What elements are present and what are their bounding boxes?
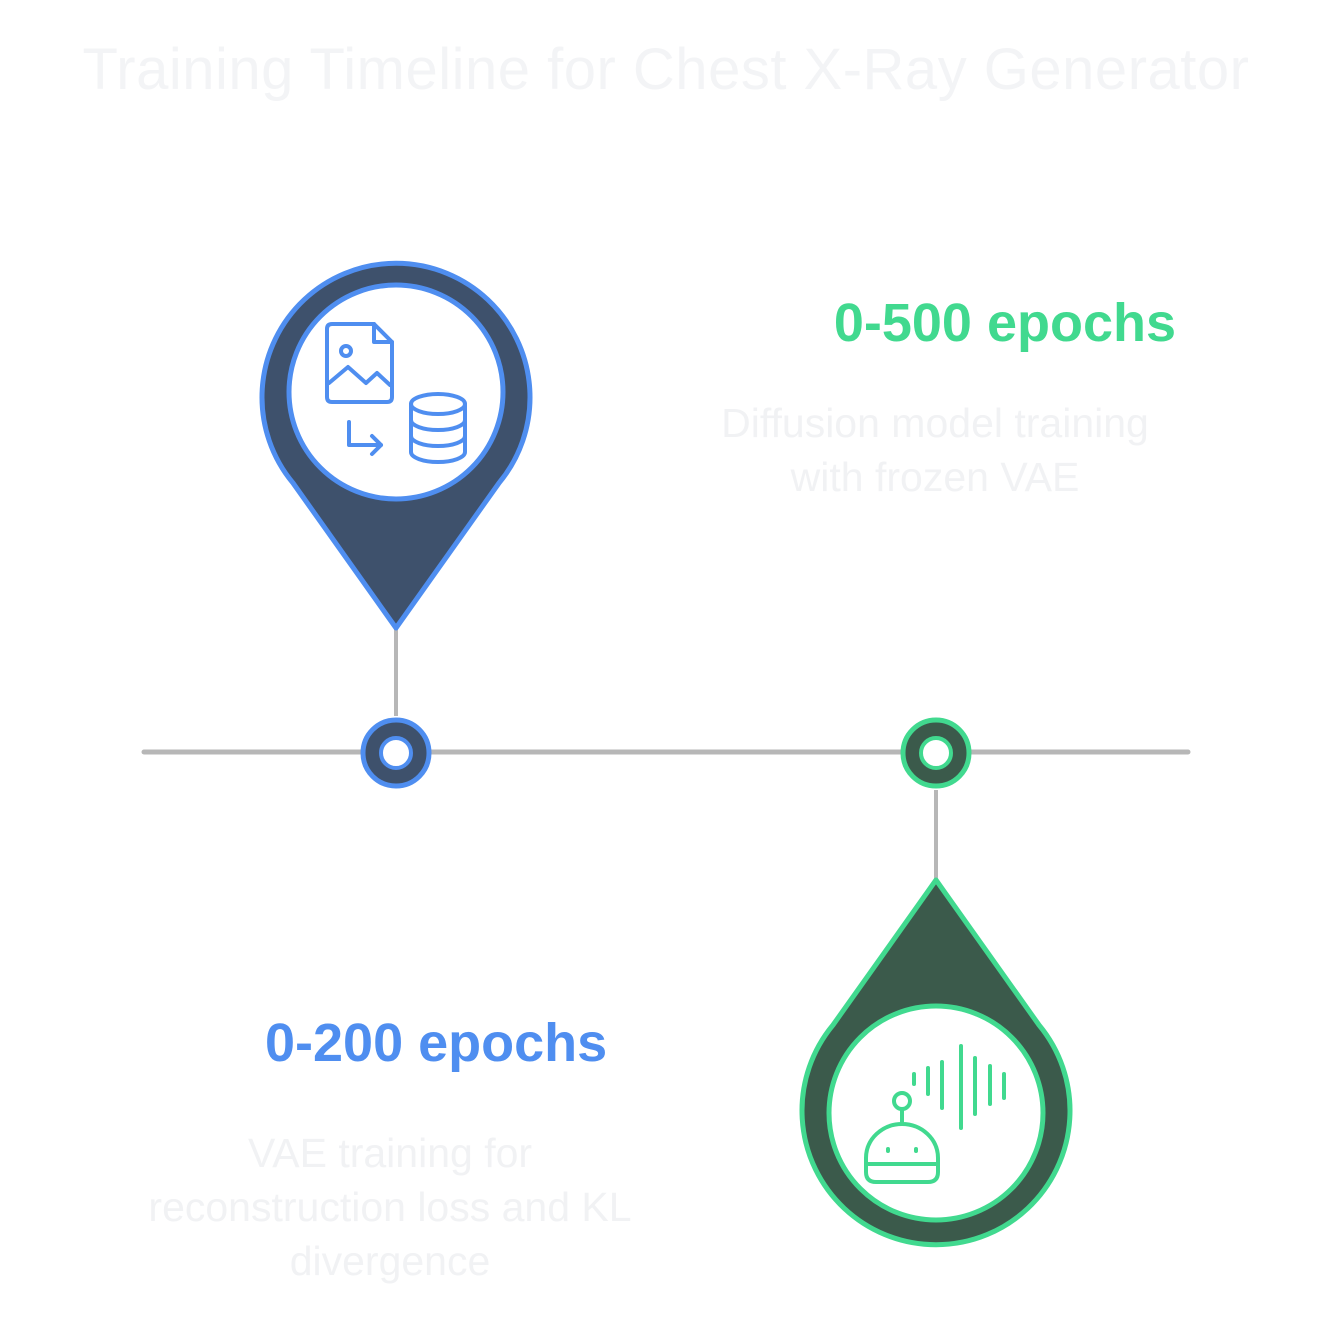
milestone-description-500: Diffusion model training with frozen VAE	[721, 400, 1149, 500]
milestone-description-200: VAE training for reconstruction loss and…	[148, 1130, 632, 1284]
page-title: Training Timeline for Chest X-Ray Genera…	[82, 37, 1250, 102]
timeline-node-blue	[360, 717, 432, 789]
robot-soundwave-icon	[864, 1044, 1006, 1184]
map-pin-blue	[259, 260, 533, 631]
milestone-heading-500: 0-500 epochs	[833, 293, 1176, 353]
milestone-heading-200: 0-200 epochs	[265, 1013, 608, 1073]
timeline-node-green	[900, 717, 972, 789]
image-to-database-icon	[325, 322, 467, 464]
map-pin-green	[799, 877, 1073, 1248]
